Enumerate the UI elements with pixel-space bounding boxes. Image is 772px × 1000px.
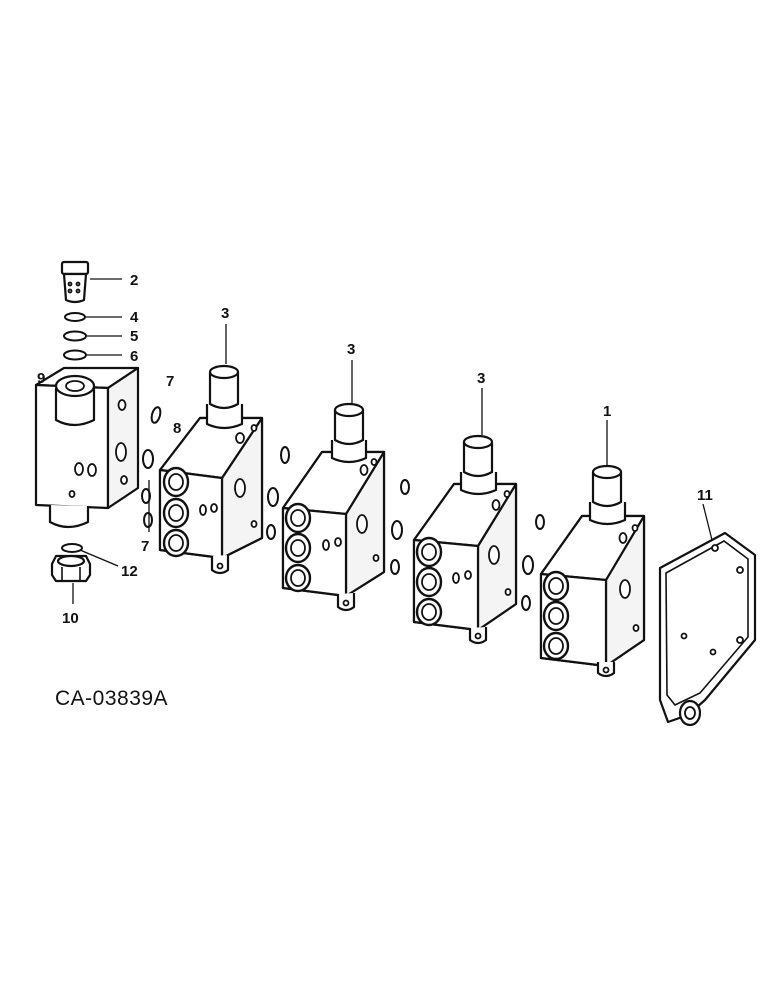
valve-section-b-part-3 (281, 402, 386, 612)
callout-4: 4 (130, 309, 139, 326)
callout-9: 9 (37, 370, 45, 387)
oring-part-4 (64, 312, 86, 322)
callout-7-lower: 7 (141, 538, 149, 555)
oring-c-d-3 (521, 595, 531, 611)
oring-b-c-3 (390, 559, 400, 575)
valve-section-c-part-3 (412, 434, 518, 645)
oring-a-b-3 (266, 524, 276, 540)
oring-part-7-bottom (143, 512, 153, 528)
oring-part-5 (63, 330, 87, 342)
callout-1: 1 (603, 403, 611, 420)
oring-b-c-2 (391, 520, 403, 540)
oring-part-7-upper (150, 406, 162, 424)
oring-a-b-2 (267, 487, 279, 507)
oring-part-7-lower (141, 488, 151, 504)
figure-code: CA-03839A (55, 687, 168, 710)
callout-3-b: 3 (347, 341, 355, 358)
callout-11: 11 (697, 487, 713, 504)
callout-3-a: 3 (221, 305, 229, 322)
callout-3-c: 3 (477, 370, 485, 387)
oring-a-b-1 (280, 446, 290, 464)
inlet-cover-part-9 (34, 366, 140, 529)
oring-part-12 (61, 543, 83, 553)
oring-c-d-2 (522, 555, 534, 575)
callout-6: 6 (130, 348, 138, 365)
callout-10: 10 (62, 610, 79, 627)
callout-12: 12 (121, 563, 138, 580)
oring-b-c-1 (400, 479, 410, 495)
callout-8: 8 (173, 420, 181, 437)
end-plate-part-11 (658, 531, 757, 727)
oring-part-6 (63, 349, 87, 361)
callout-7-upper: 7 (166, 373, 174, 390)
callout-5: 5 (130, 328, 138, 345)
plug-nut-part-10 (50, 554, 92, 583)
relief-cartridge-part-2 (60, 260, 90, 304)
valve-section-a-part-3 (158, 364, 264, 575)
oring-c-d-1 (535, 514, 545, 530)
valve-section-d-part-1 (539, 464, 646, 678)
callout-2: 2 (130, 272, 138, 289)
oring-part-8 (142, 449, 154, 469)
